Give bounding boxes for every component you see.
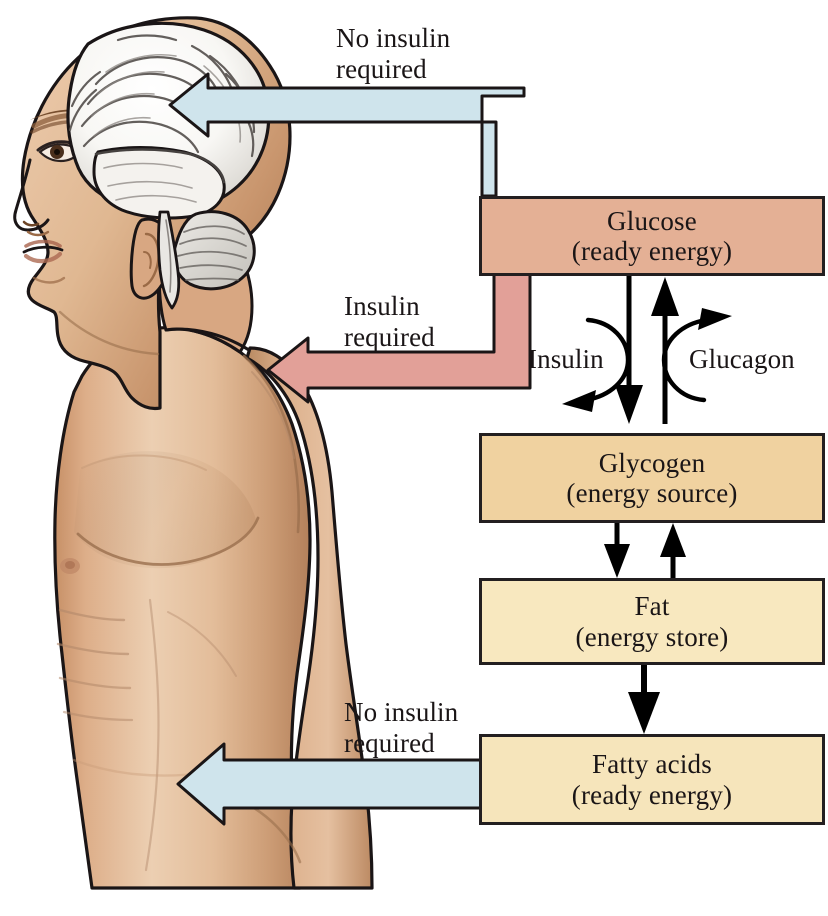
node-fatty-acids-title: Fatty acids [592, 749, 712, 779]
node-fatty-acids[interactable]: Fatty acids (ready energy) [479, 734, 825, 825]
node-glucose-subtitle: (ready energy) [571, 236, 733, 266]
label-no-insulin-required-fatty-acids: No insulin required [344, 697, 459, 759]
node-glycogen-title: Glycogen [598, 447, 706, 478]
label-no-insulin-required-brain: No insulin required [336, 23, 451, 85]
node-glucose-title: Glucose [607, 205, 697, 236]
node-fat-title: Fat [634, 591, 670, 621]
node-glycogen[interactable]: Glycogen (energy source) [479, 433, 825, 523]
node-fat[interactable]: Fat (energy store) [479, 578, 825, 665]
node-fatty-acids-subtitle: (ready energy) [571, 779, 733, 810]
node-fat-subtitle: (energy store) [575, 621, 729, 652]
label-glucagon: Glucagon [689, 344, 795, 374]
label-insulin-required-body: Insulin required [344, 291, 435, 353]
label-insulin: Insulin [528, 344, 604, 374]
node-glycogen-subtitle: (energy source) [566, 478, 738, 508]
node-glucose[interactable]: Glucose (ready energy) [479, 196, 825, 276]
